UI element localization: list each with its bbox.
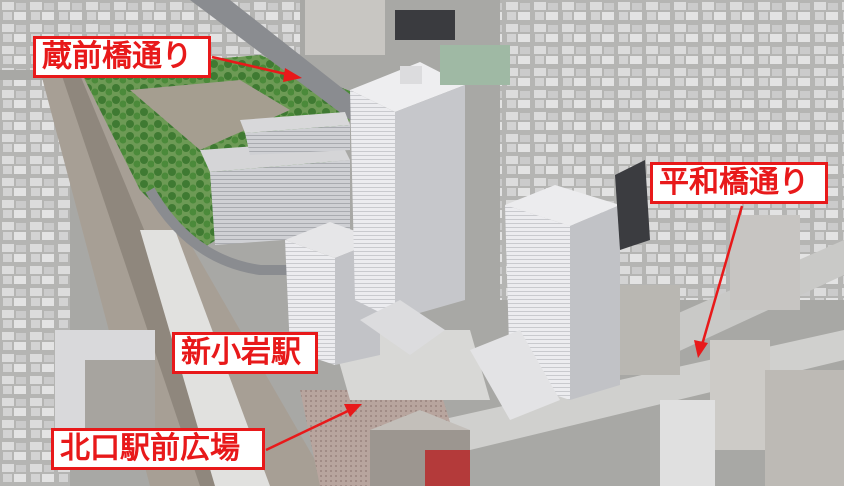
arrow-plaza bbox=[265, 404, 362, 452]
label-kuramae-dori: 蔵前橋通り bbox=[33, 36, 211, 78]
park-open-field bbox=[130, 80, 290, 150]
dark-building bbox=[615, 160, 650, 250]
tower-main bbox=[350, 62, 465, 320]
tower-right bbox=[505, 185, 620, 400]
podium-front bbox=[360, 300, 445, 355]
label-heiwa-dori: 平和橋通り bbox=[650, 162, 828, 204]
ring-road bbox=[145, 187, 320, 275]
label-north-exit-plaza: 北口駅前広場 bbox=[51, 428, 265, 470]
label-shin-koiwa-station: 新小岩駅 bbox=[172, 332, 318, 374]
arrow-kuramae bbox=[211, 55, 302, 82]
kuramae-road bbox=[190, 0, 370, 120]
right-cluster bbox=[620, 215, 844, 486]
podium-building bbox=[470, 330, 560, 420]
arrow-heiwa bbox=[694, 205, 744, 358]
apartment-block-2 bbox=[240, 112, 350, 155]
top-buildings bbox=[305, 0, 510, 85]
plaza-front-buildings bbox=[370, 410, 470, 486]
